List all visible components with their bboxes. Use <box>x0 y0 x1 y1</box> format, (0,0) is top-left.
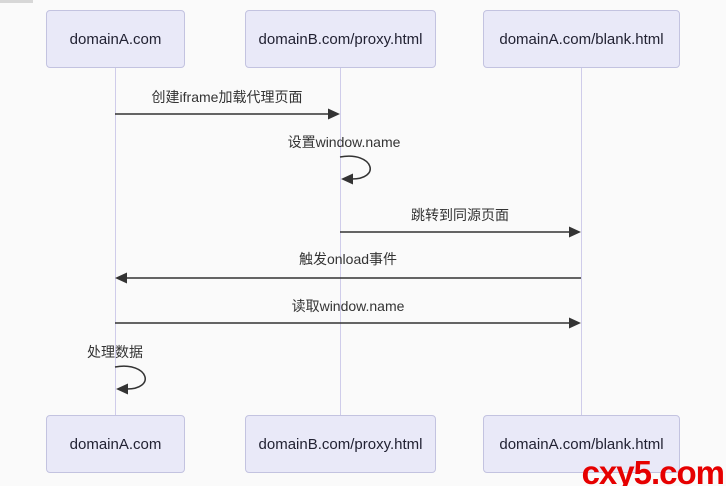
arrow-create-iframe <box>115 108 340 120</box>
actor-top-domainA: domainA.com <box>46 10 185 68</box>
arrow-onload-event <box>115 272 581 284</box>
actor-bottom-blank: domainA.com/blank.html <box>483 415 680 473</box>
message-label-redirect-same-origin: 跳转到同源页面 <box>411 207 509 223</box>
actor-label: domainA.com <box>69 30 162 48</box>
message-label-set-window-name: 设置window.name <box>287 134 401 150</box>
actor-top-blank: domainA.com/blank.html <box>483 10 680 68</box>
actor-label: domainA.com/blank.html <box>499 30 664 48</box>
message-label-onload-event: 触发onload事件 <box>298 251 398 267</box>
actor-label: domainB.com/proxy.html <box>258 30 423 48</box>
lifeline-domainA <box>115 68 116 415</box>
watermark-cxy5: cxy5.com <box>581 454 725 486</box>
lifeline-blank <box>581 68 582 415</box>
actor-bottom-proxy: domainB.com/proxy.html <box>245 415 436 473</box>
lifeline-proxy <box>340 68 341 415</box>
actor-top-proxy: domainB.com/proxy.html <box>245 10 436 68</box>
edge-artifact <box>0 0 33 3</box>
arrow-redirect-same-origin <box>340 226 581 238</box>
actor-label: domainA.com/blank.html <box>499 435 664 453</box>
arrow-process-data-self-loop <box>114 365 146 395</box>
actor-label: domainB.com/proxy.html <box>258 435 423 453</box>
message-label-read-window-name: 读取window.name <box>291 298 405 314</box>
arrow-read-window-name <box>115 317 581 329</box>
message-label-create-iframe: 创建iframe加载代理页面 <box>151 89 303 105</box>
actor-label: domainA.com <box>69 435 162 453</box>
message-label-process-data: 处理数据 <box>87 344 143 360</box>
actor-bottom-domainA: domainA.com <box>46 415 185 473</box>
arrow-set-window-name-self-loop <box>339 155 371 185</box>
